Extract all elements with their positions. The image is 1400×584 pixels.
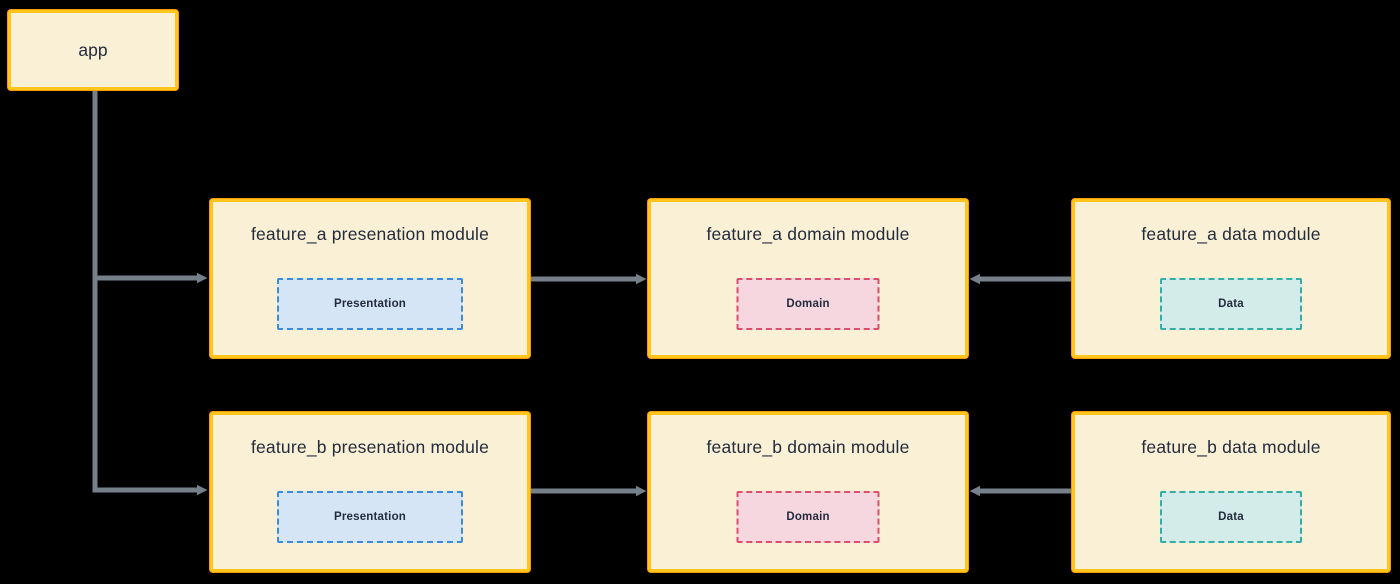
layer-label: Presentation bbox=[333, 298, 407, 310]
module-title: feature_b presenation module bbox=[250, 437, 490, 457]
node-feature-a-data: feature_a data module Data bbox=[1072, 199, 1390, 358]
edge-app-to-feature-b-presentation bbox=[92, 90, 208, 496]
presentation-layer-box: Presentation bbox=[277, 491, 463, 543]
layer-label: Data bbox=[1218, 298, 1244, 310]
node-feature-b-domain: feature_b domain module Domain bbox=[648, 412, 968, 572]
module-title: feature_a data module bbox=[1141, 224, 1321, 244]
node-feature-b-presentation: feature_b presenation module Presentatio… bbox=[210, 412, 530, 572]
presentation-layer-box: Presentation bbox=[277, 278, 463, 330]
data-layer-box: Data bbox=[1160, 278, 1302, 330]
node-app-label: app bbox=[78, 39, 108, 60]
layer-label: Data bbox=[1218, 511, 1244, 523]
layer-label: Domain bbox=[786, 511, 830, 523]
node-feature-a-domain: feature_a domain module Domain bbox=[648, 199, 968, 358]
layer-label: Domain bbox=[786, 298, 830, 310]
data-layer-box: Data bbox=[1160, 491, 1302, 543]
domain-layer-box: Domain bbox=[736, 278, 880, 330]
domain-layer-box: Domain bbox=[736, 491, 880, 543]
node-feature-b-data: feature_b data module Data bbox=[1072, 412, 1390, 572]
node-app: app bbox=[8, 10, 178, 90]
module-title: feature_b domain module bbox=[706, 437, 910, 457]
module-title: feature_a domain module bbox=[706, 224, 910, 244]
module-title: feature_a presenation module bbox=[250, 224, 490, 244]
node-feature-a-presentation: feature_a presenation module Presentatio… bbox=[210, 199, 530, 358]
layer-label: Presentation bbox=[333, 511, 407, 523]
module-title: feature_b data module bbox=[1141, 437, 1321, 457]
edge-app-to-feature-a-presentation bbox=[92, 90, 208, 284]
